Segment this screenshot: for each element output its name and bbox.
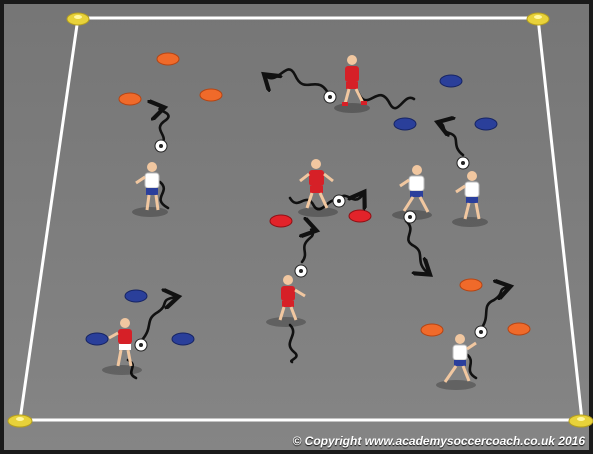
dribble-paths [126,68,508,380]
corner-cone-top-right [526,12,550,26]
cone-group-bottom-right [420,278,531,337]
soccer-ball-icon [294,264,308,278]
path-center-bottom [302,229,314,264]
soccer-ball-icon [154,139,168,153]
path-top-left-player [160,108,170,147]
path-top-left-tail [158,180,170,210]
soccer-ball-icon [332,194,346,208]
pitch-surface [4,4,589,450]
player-red-center [298,159,338,217]
path-bottom-right-tail [464,352,478,380]
player-white-right-2 [452,171,488,227]
soccer-ball-icon [403,210,417,224]
soccer-ball-icon [456,156,470,170]
player-red-top-center [334,55,370,113]
player-red-bottom-center [266,275,306,327]
player-white-right-1 [392,165,432,220]
soccer-ball-icon [134,338,148,352]
corner-cone-bottom-left [7,414,33,428]
player-white-top-left [132,162,168,217]
cone-group-center [269,209,372,228]
path-center-right-down [404,219,428,273]
path-top-left-arrow [266,68,332,99]
corner-cone-bottom-right [568,414,593,428]
corner-cone-top-left [66,12,90,26]
player-white-bottom-right [436,334,477,390]
path-center-bottom-tail [288,323,298,364]
soccer-ball-icon [474,325,488,339]
cone-group-bottom-left [85,289,195,346]
player-red-bottom-left [102,318,142,375]
cone-group-top-right [393,74,498,131]
path-bottom-left [140,297,176,342]
path-center-left [288,196,342,211]
path-top-right-tail [356,90,416,110]
cone-group-top-left [118,52,223,106]
copyright-text: © Copyright www.academysoccercoach.co.uk… [292,434,585,448]
path-top-right-player [440,123,465,157]
path-bottom-right [478,287,508,332]
soccer-ball-icon [323,90,337,104]
